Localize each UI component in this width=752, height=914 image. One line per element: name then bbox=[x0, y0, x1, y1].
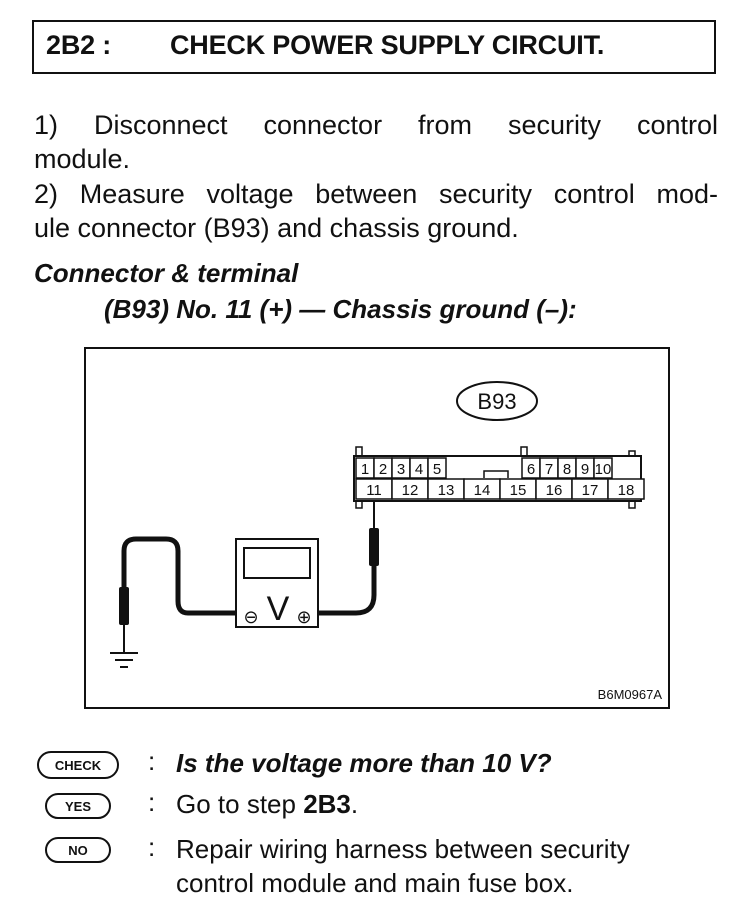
connector-pin-label: 9 bbox=[581, 461, 589, 478]
step-2-line-2: ule connector (B93) and chassis ground. bbox=[34, 213, 519, 243]
positive-terminal-icon: ⊕ bbox=[296, 607, 311, 628]
connector-pin-label: 13 bbox=[438, 482, 455, 499]
no-colon: : bbox=[148, 832, 156, 862]
connector-pin-9: 9 bbox=[575, 457, 595, 479]
connector-label-oval bbox=[456, 381, 538, 421]
connector-pin-14: 14 bbox=[463, 478, 501, 500]
connector-pin-15: 15 bbox=[499, 478, 537, 500]
connector-pin-6: 6 bbox=[521, 457, 541, 479]
pin-row-bottom: 11 12 13 14 15 16 17 18 bbox=[355, 478, 645, 500]
yes-badge-icon: YES bbox=[45, 793, 111, 819]
connector-spec: (B93) No. 11 (+) — Chassis ground (–): bbox=[104, 294, 577, 324]
connector-pin-12: 12 bbox=[391, 478, 429, 500]
negative-probe bbox=[119, 536, 236, 653]
step-1-line-2: module. bbox=[34, 144, 131, 174]
yes-action-prefix: Go to step bbox=[176, 789, 304, 819]
positive-probe bbox=[316, 501, 379, 616]
connector-pin-label: 2 bbox=[379, 461, 387, 478]
ground-icon bbox=[110, 652, 138, 668]
connector-pin-label: 11 bbox=[366, 482, 382, 499]
voltmeter-symbol: V bbox=[267, 590, 290, 628]
no-action-line-1: Repair wiring harness between security bbox=[176, 834, 630, 864]
connector-pin-13: 13 bbox=[427, 478, 465, 500]
connector-pin-label: 10 bbox=[595, 461, 612, 478]
no-badge-label: NO bbox=[68, 843, 88, 858]
no-action-line-2: control module and main fuse box. bbox=[176, 868, 574, 898]
section-title-box: 2B2 : CHECK POWER SUPPLY CIRCUIT. bbox=[32, 20, 716, 74]
step-1-line-1: 1) Disconnect connector from security co… bbox=[34, 110, 718, 140]
connector-pin-label: 18 bbox=[618, 482, 635, 499]
yes-action: Go to step 2B3. bbox=[176, 787, 358, 821]
connector-pin-1: 1 bbox=[355, 457, 375, 479]
check-badge-label: CHECK bbox=[55, 758, 102, 773]
connector-pin-10: 10 bbox=[593, 457, 613, 479]
section-title: 2B2 : CHECK POWER SUPPLY CIRCUIT. bbox=[46, 30, 604, 61]
voltmeter: V ⊖ ⊕ bbox=[235, 538, 319, 628]
yes-target-step: 2B3 bbox=[303, 789, 351, 819]
connector-pin-18: 18 bbox=[607, 478, 645, 500]
connector-pin-label: 15 bbox=[510, 482, 527, 499]
connector-pin-label: 1 bbox=[361, 461, 369, 478]
connector-pin-label: 16 bbox=[546, 482, 563, 499]
connector-pin-17: 17 bbox=[571, 478, 609, 500]
connector-pin-11: 11 bbox=[355, 478, 393, 500]
connector-pin-2: 2 bbox=[373, 457, 393, 479]
connector-pin-label: 5 bbox=[433, 461, 441, 478]
connector-pin-16: 16 bbox=[535, 478, 573, 500]
check-colon: : bbox=[148, 746, 156, 776]
connector-pin-label: 4 bbox=[415, 461, 423, 478]
connector-key-notch bbox=[483, 470, 509, 478]
connector-pin-5: 5 bbox=[427, 457, 447, 479]
negative-terminal-icon: ⊖ bbox=[243, 607, 258, 628]
step-heading: CHECK POWER SUPPLY CIRCUIT. bbox=[170, 30, 605, 60]
connector-pin-7: 7 bbox=[539, 457, 559, 479]
connector-label: B93 bbox=[477, 389, 516, 414]
connector-pin-label: 8 bbox=[563, 461, 571, 478]
yes-colon: : bbox=[148, 787, 156, 817]
connector-pin-4: 4 bbox=[409, 457, 429, 479]
connector-pin-label: 6 bbox=[527, 461, 535, 478]
no-badge-icon: NO bbox=[45, 837, 111, 863]
connector-pin-label: 17 bbox=[582, 482, 599, 499]
step-2-line-1: 2) Measure voltage between security cont… bbox=[34, 179, 718, 209]
check-question: Is the voltage more than 10 V? bbox=[176, 748, 552, 778]
check-badge-icon: CHECK bbox=[37, 751, 119, 779]
figure-code: B6M0967A bbox=[598, 687, 663, 702]
connector-pin-label: 7 bbox=[545, 461, 553, 478]
connector-pin-label: 3 bbox=[397, 461, 405, 478]
voltmeter-display bbox=[243, 547, 311, 579]
step-number: 2B2 : bbox=[46, 30, 112, 60]
connector-pin-label: 14 bbox=[474, 482, 491, 499]
connector-pin-3: 3 bbox=[391, 457, 411, 479]
yes-action-suffix: . bbox=[350, 789, 359, 819]
connector-heading: Connector & terminal bbox=[34, 258, 299, 288]
connector-pin-8: 8 bbox=[557, 457, 577, 479]
yes-badge-label: YES bbox=[65, 799, 91, 814]
connector-pin-label: 12 bbox=[402, 482, 419, 499]
